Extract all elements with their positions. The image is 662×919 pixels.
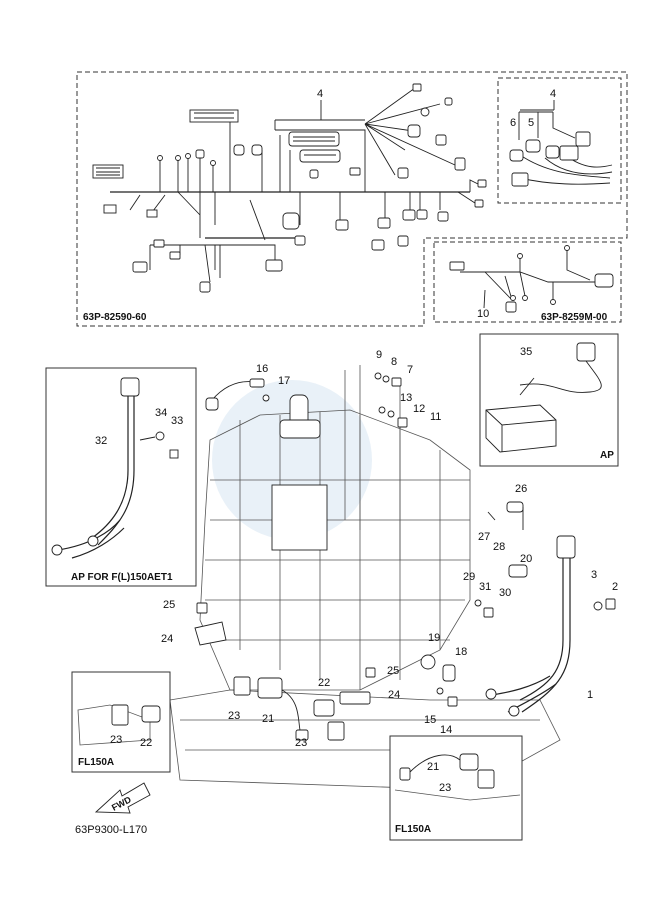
parts-18-19: 19 18 bbox=[420, 632, 467, 682]
part-number-13: 13 bbox=[400, 392, 412, 404]
part-number-21-center: 21 bbox=[262, 713, 274, 725]
part-number-15: 15 bbox=[424, 714, 436, 726]
part-number-6: 6 bbox=[510, 117, 516, 129]
part-number-14: 14 bbox=[440, 724, 452, 736]
harness-sub-dashed-frame-top bbox=[497, 77, 622, 204]
part-number-23-lower: 23 bbox=[295, 737, 307, 749]
watermark-globe bbox=[212, 380, 372, 540]
harness-code-main: 63P-82590-60 bbox=[83, 312, 147, 323]
part-number-4: 4 bbox=[317, 88, 323, 100]
part-number-21-fl-right: 21 bbox=[427, 761, 439, 773]
fl150a-box-right: 21 23 FL150A bbox=[389, 735, 523, 841]
ap-box: 35 AP bbox=[479, 333, 619, 467]
sub-harness-top bbox=[509, 111, 613, 187]
fasteners-7-13: 9 8 7 13 12 11 bbox=[374, 349, 441, 428]
part-number-22-center: 22 bbox=[318, 677, 330, 689]
parts-24-25-left: 25 24 bbox=[161, 599, 227, 646]
part-number-3: 3 bbox=[591, 569, 597, 581]
fl150a-box-left: 23 22 FL150A bbox=[71, 671, 171, 773]
part-number-24-right: 24 bbox=[388, 689, 400, 701]
parts-14-15-24-25: 15 14 24 25 bbox=[339, 665, 458, 736]
part-number-28: 28 bbox=[493, 541, 505, 553]
part-number-8: 8 bbox=[391, 356, 397, 368]
part-number-23-fl-right: 23 bbox=[439, 782, 451, 794]
ap-for-box: 32 34 33 AP FOR F(L)150AET1 bbox=[45, 367, 197, 587]
part-number-10: 10 bbox=[477, 308, 489, 320]
part-number-12: 12 bbox=[413, 403, 425, 415]
harness-main-dashed-frame bbox=[76, 71, 628, 327]
diagram-code: 63P9300-L170 bbox=[75, 824, 147, 836]
battery-cable-1: 3 2 1 bbox=[485, 535, 618, 717]
engine-block bbox=[169, 365, 561, 791]
part-number-7: 7 bbox=[407, 364, 413, 376]
part-number-1: 1 bbox=[587, 689, 593, 701]
part-number-25-right: 25 bbox=[387, 665, 399, 677]
part-number-33: 33 bbox=[171, 415, 183, 427]
part-number-22-fl-left: 22 bbox=[140, 737, 152, 749]
part-number-4-sub: 4 bbox=[550, 88, 556, 100]
switch-parts-center: 23 21 22 23 bbox=[228, 676, 345, 749]
harness-code-sub: 63P-8259M-00 bbox=[541, 312, 608, 323]
part-number-27: 27 bbox=[478, 531, 490, 543]
part-number-23-fl-left: 23 bbox=[110, 734, 122, 746]
part-number-25-left: 25 bbox=[163, 599, 175, 611]
part-number-35: 35 bbox=[520, 346, 532, 358]
caption-fl150a-right: FL150A bbox=[395, 824, 431, 835]
part-number-16: 16 bbox=[256, 363, 268, 375]
part-number-19: 19 bbox=[428, 632, 440, 644]
part-number-31: 31 bbox=[479, 581, 491, 593]
sub-harness-bottom bbox=[449, 245, 614, 313]
part-number-24-left: 24 bbox=[161, 633, 173, 645]
caption-ap: AP bbox=[600, 450, 614, 461]
caption-ap-for: AP FOR F(L)150AET1 bbox=[71, 572, 173, 583]
part-number-20: 20 bbox=[520, 553, 532, 565]
sensor-cable-16: 16 17 bbox=[205, 363, 290, 411]
part-number-26: 26 bbox=[515, 483, 527, 495]
part-number-2: 2 bbox=[612, 581, 618, 593]
part-number-29: 29 bbox=[463, 571, 475, 583]
sensors-right: 26 27 28 20 29 31 30 bbox=[463, 483, 532, 618]
part-number-17: 17 bbox=[278, 375, 290, 387]
harness-section: 4 4 5 6 10 63P-82590-60 63P-8259M-00 bbox=[76, 71, 628, 327]
part-number-34: 34 bbox=[155, 407, 167, 419]
part-number-18: 18 bbox=[455, 646, 467, 658]
part-number-11: 11 bbox=[430, 411, 441, 423]
part-number-23-center: 23 bbox=[228, 710, 240, 722]
fwd-arrow: FWD bbox=[94, 782, 151, 814]
part-number-9: 9 bbox=[376, 349, 382, 361]
part-number-32: 32 bbox=[95, 435, 107, 447]
part-number-5: 5 bbox=[528, 117, 534, 129]
harness-sub-dashed-frame-bottom bbox=[433, 241, 622, 323]
main-wire-harness bbox=[92, 83, 487, 293]
part-number-30: 30 bbox=[499, 587, 511, 599]
caption-fl150a-left: FL150A bbox=[78, 757, 114, 768]
